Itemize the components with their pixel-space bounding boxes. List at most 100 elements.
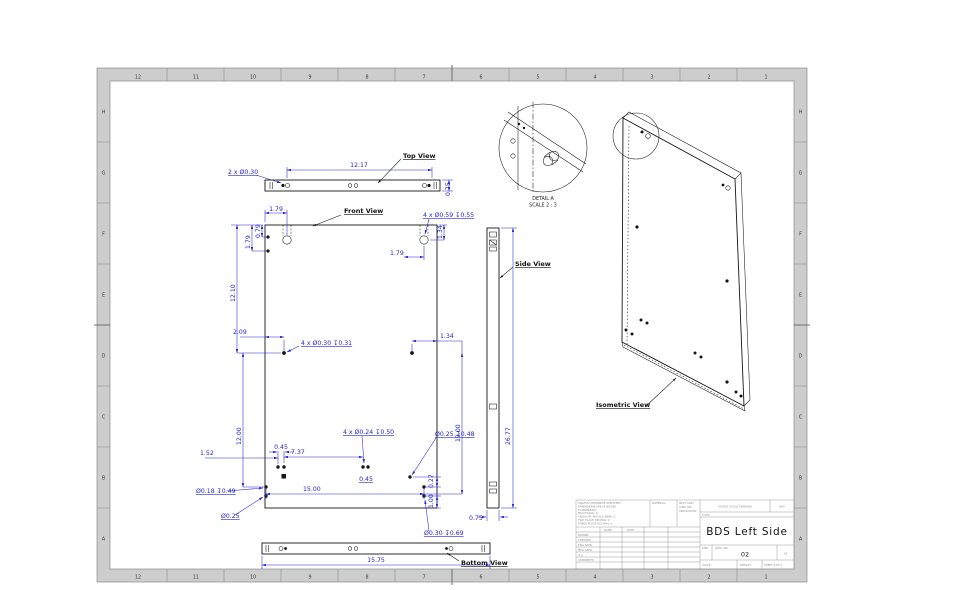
dim-front-left-12: 12.00 [236, 427, 243, 445]
zone-top-7: 7 [422, 75, 425, 81]
dim-top-thickness: 0.75 [445, 182, 452, 196]
dim-front-cb-callout: 4 x Ø0.59 ↧0.55 [423, 211, 474, 219]
zone-right-C: C [799, 415, 803, 421]
zone-left-G: G [102, 171, 106, 177]
zone-labels-bottom: 12 11 10 9 8 7 6 5 4 3 2 1 [135, 575, 768, 581]
row-checked: CHECKED [578, 538, 591, 542]
dim-front-center-0-45: 0.45 [359, 476, 373, 483]
zone-top-12: 12 [135, 75, 141, 81]
zone-left-C: C [102, 415, 106, 421]
zone-top-3: 3 [650, 75, 653, 81]
side-view-dimensions: 26.77 0.75 [469, 227, 517, 522]
tolerance-line-1: UNLESS OTHERWISE SPECIFIED: [578, 501, 621, 505]
zone-bottom-1: 1 [764, 575, 767, 581]
zone-top-2: 2 [707, 75, 710, 81]
dim-top-hole-callout: 2 x Ø0.30 [228, 168, 258, 176]
zone-labels-right: H G F E D C B A [799, 110, 803, 543]
size-label: SIZE [702, 546, 708, 550]
zone-labels-top: 12 11 10 9 8 7 6 5 4 3 2 1 [135, 75, 768, 81]
tolerance-line-5: ANGULAR: MACH ± BEND ± [578, 515, 616, 519]
dim-front-left-height: 12.10 [230, 284, 237, 302]
row-comments: COMMENTS: [578, 558, 595, 562]
dim-front-tl-offset: 1.79 [269, 206, 283, 213]
isometric-view: Isometric View [596, 111, 751, 412]
zone-right-A: A [799, 537, 803, 543]
zone-top-5: 5 [536, 75, 539, 81]
title-label: TITLE: [701, 513, 710, 517]
weight-label: WEIGHT: [740, 563, 752, 567]
zone-right-H: H [799, 110, 803, 116]
zone-bottom-11: 11 [193, 575, 199, 581]
dim-side-height: 26.77 [505, 427, 512, 445]
detail-a-title: DETAIL A [532, 196, 554, 202]
dim-front-br-0-27: 0.27 [428, 474, 435, 488]
col-header-date: DATE [627, 528, 634, 532]
dim-front-mid-1-34: 1.34 [440, 333, 454, 340]
tolerance-line-4: FRACTIONAL ± [578, 511, 598, 515]
tolerance-line-7: THREE PLACE DECIMAL ± [577, 521, 612, 525]
detail-a-source-circle [612, 112, 660, 160]
app-line-1: NEXT ASSY [679, 501, 694, 505]
zone-labels-left: H G F E D C B A [102, 110, 106, 543]
dim-top-width: 12.17 [350, 162, 368, 169]
title-block-tolerance-note: UNLESS OTHERWISE SPECIFIED: DIMENSIONS A… [577, 501, 621, 525]
zone-bottom-3: 3 [650, 575, 653, 581]
dwg-no-value: 02 [741, 551, 749, 559]
dim-front-right-callout: Ø0.25 ↧0.48 [435, 430, 475, 438]
zone-left-B: B [102, 476, 105, 482]
dim-front-tr-1-34: 1.34 [437, 225, 444, 239]
side-view: 26.77 0.75 Side View [469, 227, 551, 522]
title-block: UNLESS OTHERWISE SPECIFIED: DIMENSIONS A… [575, 499, 795, 570]
sheet-frame: 12 11 10 9 8 7 6 5 4 3 2 1 12 11 10 9 8 … [94, 65, 810, 585]
dim-front-left-1-52: 1.52 [200, 450, 214, 457]
zone-bottom-10: 10 [250, 575, 256, 581]
front-view-dimension-text: 1.79 12.10 1.79 0.79 4 x Ø0.59 ↧0.55 1.7… [196, 206, 475, 537]
material-cell-header: MATERIAL [652, 501, 666, 505]
dim-side-thickness: 0.75 [469, 515, 483, 522]
do-not-scale-note: DO NOT SCALE DRAWING [718, 505, 752, 509]
dim-front-bl-callout: Ø0.18 ↧0.49 [196, 487, 236, 495]
bottom-view: 15.75 Bottom View [261, 542, 508, 569]
tolerance-line-6: TWO PLACE DECIMAL ± [577, 518, 610, 522]
side-view-hole-marks [489, 231, 497, 494]
top-view-hole-marks [269, 182, 437, 189]
tolerance-line-3: TOLERANCES: [577, 508, 597, 512]
zone-top-1: 1 [764, 75, 767, 81]
iso-hole-marks [624, 130, 743, 398]
zone-top-10: 10 [250, 75, 256, 81]
rev-label: REV [779, 505, 785, 509]
dim-front-br-1-00: 1.00 [428, 494, 435, 508]
dim-front-tr-1-79: 1.79 [390, 250, 404, 257]
zone-right-G: G [799, 171, 803, 177]
detail-a-view: DETAIL A SCALE 2 : 3 [498, 102, 588, 209]
row-mfg-appr: MFG APPR. [578, 548, 593, 552]
dim-front-right-12: 12.00 [455, 424, 462, 442]
size-value: A2 [784, 552, 788, 556]
zone-left-F: F [102, 232, 105, 238]
zone-bottom-2: 2 [707, 575, 710, 581]
zone-bottom-12: 12 [135, 575, 141, 581]
tolerance-line-2: DIMENSIONS ARE IN INCHES [578, 504, 616, 508]
dim-front-center-callout: 4 x Ø0.24 ↧0.50 [343, 428, 394, 436]
col-header-name: NAME [604, 528, 612, 532]
dim-front-pair-0-45: 0.45 [274, 444, 288, 451]
detail-a-geometry [503, 102, 587, 194]
dim-bottom-width: 15.75 [367, 557, 385, 564]
zone-bottom-6: 6 [479, 575, 482, 581]
front-view: 1.79 12.10 1.79 0.79 4 x Ø0.59 ↧0.55 1.7… [196, 206, 475, 537]
sheet-label: SHEET 1 OF 1 [764, 563, 783, 567]
bottom-view-hole-marks [265, 545, 485, 552]
zone-left-H: H [102, 110, 106, 116]
signature-grid: NAME DATE DRAWN CHECKED ENG APPR. MFG AP… [578, 528, 634, 562]
row-qa: Q.A. [578, 553, 584, 557]
zone-bottom-5: 5 [536, 575, 539, 581]
zone-top-9: 9 [308, 75, 311, 81]
zone-right-E: E [799, 293, 802, 299]
dim-front-bottom-width: 15.00 [303, 486, 321, 493]
top-view: 2 x Ø0.30 12.17 0.75 Top View [228, 152, 453, 196]
zone-top-8: 8 [365, 75, 368, 81]
front-view-label: Front View [344, 207, 383, 215]
top-view-dimensions: 2 x Ø0.30 12.17 0.75 [228, 162, 453, 196]
